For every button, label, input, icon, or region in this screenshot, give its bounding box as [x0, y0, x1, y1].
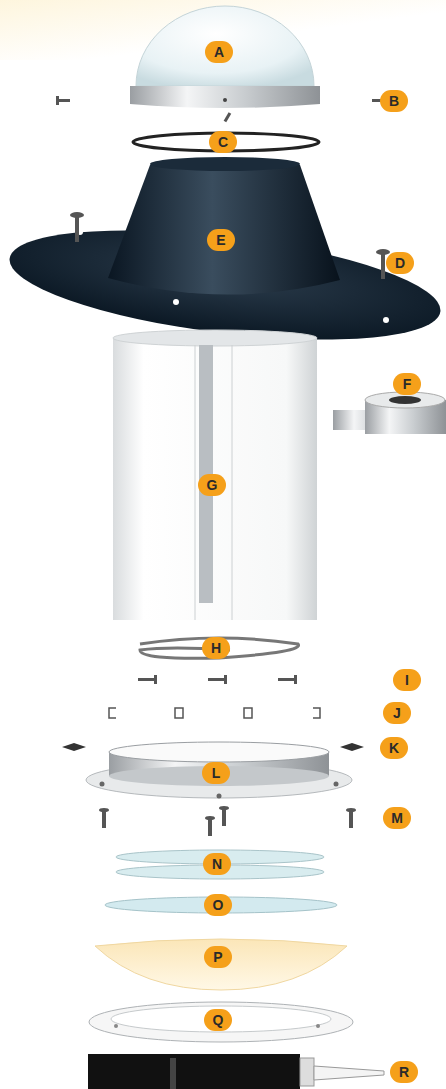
callout-letter: A — [205, 41, 233, 63]
callout-letter: G — [198, 474, 226, 496]
callout-letter: R — [390, 1061, 418, 1083]
callout-letter: I — [393, 669, 421, 691]
callout-letter: D — [386, 252, 414, 274]
clips — [109, 708, 320, 718]
screws — [70, 212, 390, 279]
caulk-tube — [88, 1054, 384, 1089]
callout-letter: P — [204, 946, 232, 968]
diffuser — [95, 939, 347, 990]
callout-letter: J — [383, 702, 411, 724]
screws — [99, 806, 356, 836]
dome-ring — [130, 86, 320, 108]
tape-roll — [333, 392, 446, 434]
dome — [136, 6, 314, 86]
collar — [86, 742, 352, 799]
callout-letter: H — [202, 637, 230, 659]
callout-letter: K — [380, 737, 408, 759]
callout-letter: L — [202, 762, 230, 784]
trim-ring — [89, 1002, 353, 1042]
callout-letter: E — [207, 229, 235, 251]
screws — [138, 675, 297, 684]
light-tube — [113, 338, 317, 620]
flashing-cone — [108, 161, 340, 295]
callout-letter: F — [393, 373, 421, 395]
callout-letter: Q — [204, 1009, 232, 1031]
ring-clip — [140, 638, 299, 658]
callout-letter: M — [383, 807, 411, 829]
callout-letter: O — [204, 894, 232, 916]
callout-letter: B — [380, 90, 408, 112]
screws — [56, 96, 386, 122]
callout-letter: C — [209, 131, 237, 153]
callout-letter: N — [203, 853, 231, 875]
